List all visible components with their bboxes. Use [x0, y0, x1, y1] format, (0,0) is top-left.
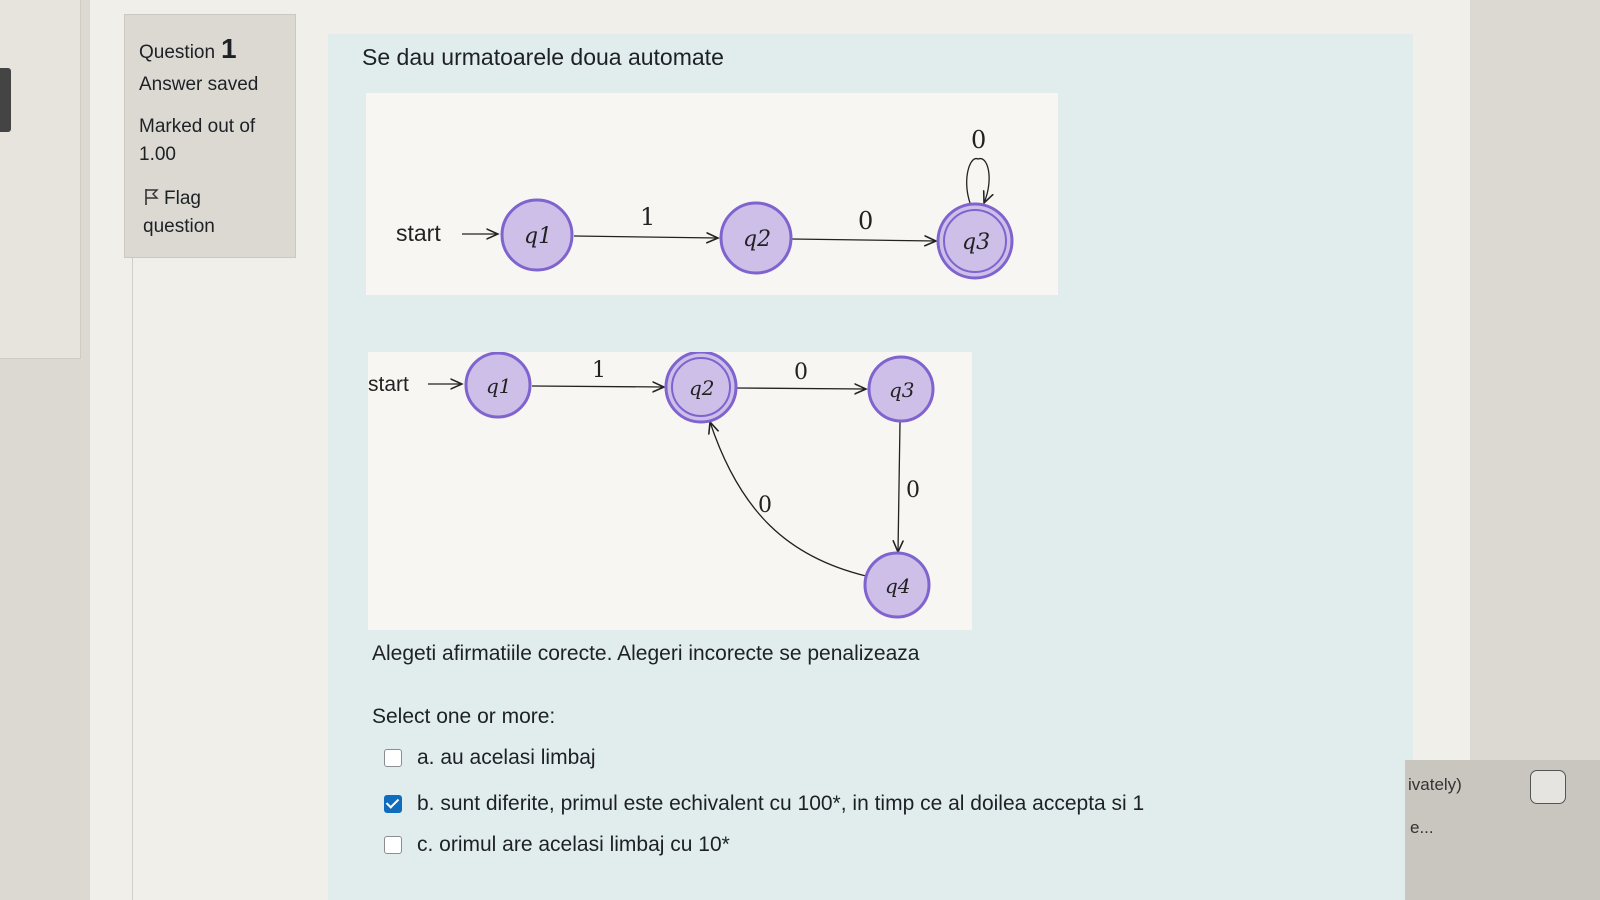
state-q1-label: q1	[524, 224, 552, 249]
marked-out-of: Marked out of 1.00	[139, 113, 255, 169]
question-label: Question	[139, 42, 216, 63]
left-drawer	[0, 0, 81, 359]
select-prompt: Select one or more:	[372, 705, 556, 728]
option-a[interactable]: a. au acelasi limbaj	[384, 746, 596, 770]
corner-button[interactable]	[1530, 770, 1566, 804]
edge-label-2: 0	[794, 360, 808, 385]
state-q3-inner-ring	[943, 209, 1007, 273]
right-panel-text-2: e...	[1410, 818, 1434, 837]
state-q2-label: q2	[689, 376, 715, 400]
flag-label-2: question	[143, 216, 215, 237]
flag-label: Flag	[164, 188, 201, 209]
state-q3-accepting	[936, 202, 1014, 280]
edge-label-4: 0	[758, 493, 772, 518]
edge-label-3: 0	[906, 478, 920, 503]
state-q2-inner-ring	[671, 357, 731, 417]
state-q2-accepting	[664, 350, 738, 424]
edge-label-2: 0	[858, 207, 873, 235]
state-q3-label: q3	[889, 378, 915, 402]
question-number: 1	[221, 33, 237, 64]
edge-label-1: 1	[592, 358, 606, 383]
option-b[interactable]: b. sunt diferite, primul este echivalent…	[384, 792, 1144, 816]
state-q2	[719, 201, 793, 275]
option-c-label: c. orimul are acelasi limbaj cu 10*	[417, 833, 730, 856]
edge-label-1: 1	[640, 203, 655, 231]
flag-question-button[interactable]: Flag question	[143, 185, 215, 241]
automaton-1-diagram: start 1 0 0 q1 q2 q3	[366, 93, 1058, 295]
start-label: start	[396, 220, 441, 246]
right-panel-background	[1405, 760, 1600, 900]
edge-q3-loop	[966, 158, 989, 203]
option-b-label: b. sunt diferite, primul este echivalent…	[417, 792, 1145, 815]
option-a-label: a. au acelasi limbaj	[417, 746, 596, 769]
divider	[132, 250, 133, 900]
automaton-2-svg: start 1 0 0 0 q1 q2 q3 q4	[368, 350, 935, 619]
option-b-checkbox[interactable]	[384, 795, 402, 813]
state-q4-label: q4	[885, 574, 911, 598]
option-a-checkbox[interactable]	[384, 749, 402, 767]
start-label: start	[368, 373, 409, 396]
state-q3-label: q3	[962, 230, 990, 255]
edge-q2-q3	[735, 388, 866, 389]
edge-q1-q2	[531, 386, 664, 387]
automaton-2-diagram: start 1 0 0 0 q1 q2 q3 q4	[368, 350, 972, 630]
edge-q2-q3	[791, 239, 936, 241]
flag-icon	[145, 189, 159, 205]
automaton-1-svg: start 1 0 0 q1 q2 q3	[396, 126, 1014, 280]
drawer-toggle[interactable]	[0, 68, 11, 132]
edge-q4-q2	[710, 422, 867, 577]
option-c[interactable]: c. orimul are acelasi limbaj cu 10*	[384, 833, 730, 857]
state-q2-label: q2	[743, 227, 771, 252]
edge-q3-q4	[898, 421, 900, 552]
state-q1-label: q1	[486, 374, 512, 398]
state-q3	[867, 355, 935, 423]
question-text: Se dau urmatoarele doua automate	[362, 44, 724, 70]
edge-label-3: 0	[971, 126, 986, 154]
right-panel-text-1: ivately)	[1408, 775, 1462, 794]
state-q4	[863, 551, 931, 619]
option-c-checkbox[interactable]	[384, 836, 402, 854]
instructions-text: Alegeti afirmatiile corecte. Alegeri inc…	[372, 642, 920, 665]
marked-value: 1.00	[139, 144, 176, 165]
state-q1	[464, 351, 532, 419]
answer-status: Answer saved	[139, 74, 259, 95]
state-q1	[500, 198, 574, 272]
marked-label: Marked out of	[139, 116, 256, 137]
edge-q1-q2	[573, 236, 718, 238]
